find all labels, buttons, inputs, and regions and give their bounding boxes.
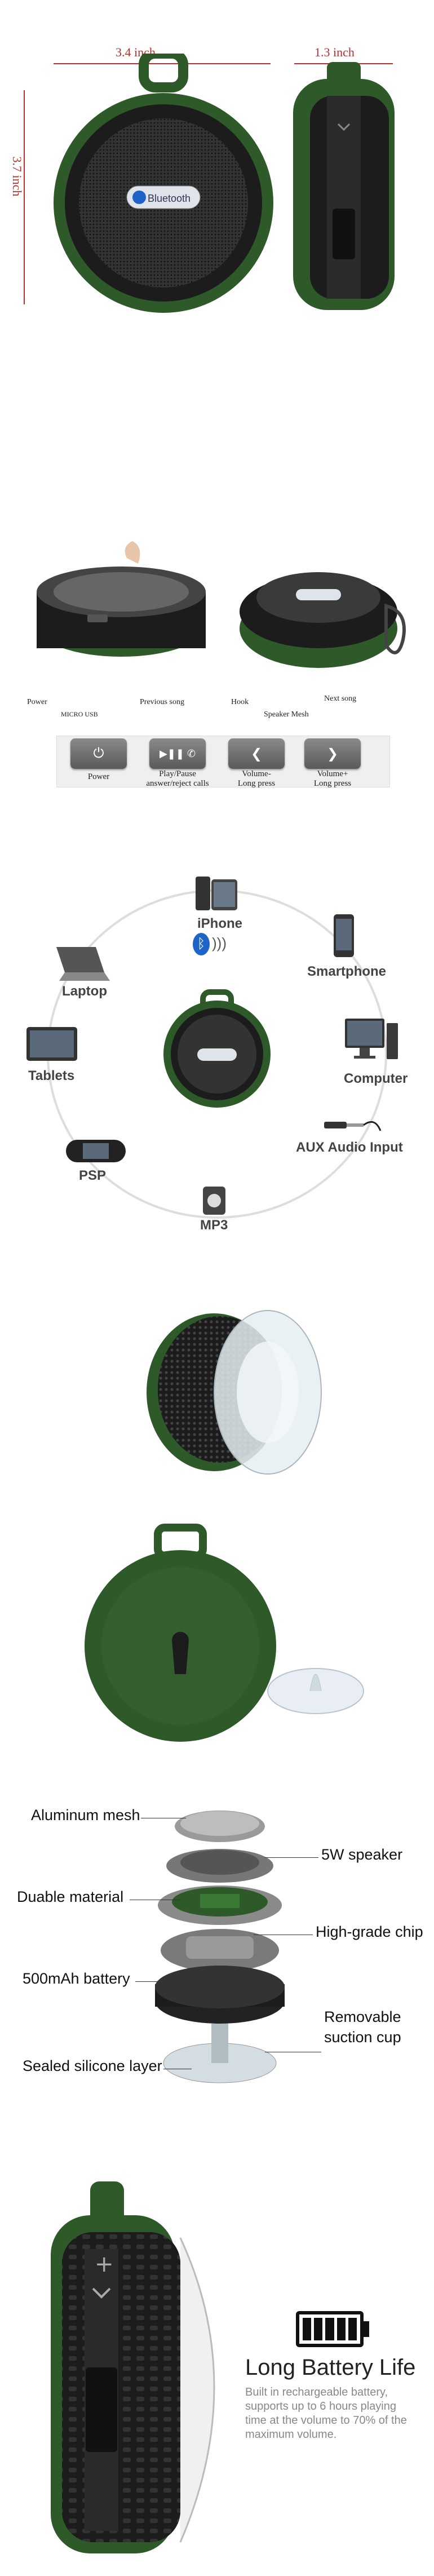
caption-volume-up: Volume+ Long press — [299, 769, 366, 789]
caption-volume-down: Volume- Long press — [223, 769, 290, 789]
label-high-grade-chip: High-grade chip — [316, 1923, 423, 1940]
battery-cell-4 — [336, 2318, 346, 2340]
play-pause-phone-icon: ▶❚❚ ✆ — [159, 747, 196, 759]
battery-description-line3: time at the volume to 70% of the — [245, 2414, 407, 2427]
iphone-device-icon — [196, 877, 237, 910]
device-label-aux: AUX Audio Input — [296, 1140, 403, 1155]
battery-cell-2 — [314, 2318, 323, 2340]
speaker-side-view — [293, 62, 395, 310]
tablets-device-icon — [26, 1027, 77, 1061]
device-label-laptop: Laptop — [62, 984, 107, 999]
svg-text:+: + — [95, 2251, 114, 2277]
bluetooth-badge-text: Bluetooth — [148, 193, 191, 204]
width-dimension-line — [54, 63, 271, 64]
depth-dimension-label: 1.3 inch — [315, 45, 355, 59]
battery-description-line4: maximum volume. — [245, 2428, 337, 2441]
device-label-iphone: iPhone — [197, 916, 243, 931]
control-power-button: ⏻ — [70, 738, 127, 769]
label-silicone-layer: Sealed silicone layer — [23, 2057, 162, 2074]
battery-full-icon — [296, 2311, 364, 2347]
chevron-right-icon: ❯ — [326, 746, 339, 762]
section-suction-cup — [0, 1274, 434, 1759]
battery-description: Built in rechargeable battery, supports … — [245, 2385, 426, 2442]
smartphone-device-icon — [334, 914, 354, 957]
height-dimension-line — [24, 90, 25, 304]
compatibility-circle — [47, 889, 387, 1219]
caption-play-pause-line2: answer/reject calls — [146, 779, 209, 788]
label-next-song: Next song — [324, 694, 357, 703]
mp3-device-icon — [203, 1187, 225, 1215]
label-speaker-mesh: Speaker Mesh — [264, 710, 309, 719]
height-dimension-label: 3.7 inch — [10, 156, 24, 197]
device-label-mp3: MP3 — [200, 1218, 228, 1233]
label-suction-cup: Removable suction cup — [324, 2007, 401, 2047]
label-suction-cup-line2: suction cup — [324, 2029, 401, 2046]
section-exploded-view: Aluminum mesh 5W speaker Duable material… — [0, 1787, 434, 2119]
label-micro-usb: MICRO USB — [61, 710, 98, 718]
battery-cell-1 — [303, 2318, 312, 2340]
battery-terminal — [364, 2321, 369, 2337]
device-label-psp: PSP — [79, 1168, 107, 1183]
caption-volume-down-line1: Volume- — [242, 769, 271, 778]
exploded-diagram — [155, 1811, 285, 2083]
aux-cable-icon — [324, 1121, 382, 1131]
battery-title: Long Battery Life — [245, 2355, 416, 2380]
label-hook: Hook — [231, 698, 249, 706]
label-5w-speaker: 5W speaker — [321, 1846, 403, 1863]
device-label-smartphone: Smartphone — [307, 964, 387, 979]
laptop-device-icon — [56, 947, 110, 981]
label-suction-cup-line1: Removable — [324, 2008, 401, 2025]
bluetooth-icon: ᛒ — [193, 933, 210, 955]
device-label-tablets: Tablets — [28, 1068, 75, 1083]
caption-volume-down-line2: Long press — [237, 779, 276, 788]
wireless-waves-icon: ))) — [212, 935, 227, 951]
device-label-computer: Computer — [344, 1071, 408, 1086]
caption-play-pause-line1: Play/Pause — [159, 769, 196, 778]
label-battery: 500mAh battery — [23, 1970, 130, 1987]
speaker-front-view — [54, 54, 273, 313]
label-aluminum-mesh: Aluminum mesh — [31, 1807, 140, 1823]
leader-5w-speaker — [265, 1857, 318, 1858]
section-ports: Power MICRO USB Previous song Hook Speak… — [0, 541, 434, 789]
psp-device-icon — [66, 1140, 126, 1162]
control-volume-down-button: ❮ — [228, 738, 285, 769]
battery-cell-3 — [325, 2318, 334, 2340]
chevron-left-icon: ❮ — [250, 746, 263, 762]
speaker-hook-view — [240, 572, 406, 668]
section-battery: + Long Battery Life Built in rechargeabl… — [0, 2176, 434, 2570]
battery-description-line2: supports up to 6 hours playing — [245, 2400, 396, 2413]
caption-play-pause: Play/Pause answer/reject calls — [138, 769, 217, 789]
section-compatibility: iPhone ᛒ ))) Smartphone Laptop Tablets C… — [0, 862, 434, 1246]
label-power: Power — [27, 698, 47, 706]
battery-cell-5 — [348, 2318, 357, 2340]
caption-volume-up-line2: Long press — [313, 779, 352, 788]
leader-battery — [135, 1981, 186, 1982]
section-dimensions: 3.4 inch 1.3 inch 3.7 inch Bluetooth — [0, 0, 434, 316]
speaker-back-with-suction — [85, 1524, 364, 1742]
computer-device-icon — [345, 1019, 398, 1059]
label-previous-song: Previous song — [140, 698, 184, 706]
speaker-with-suction-front — [147, 1310, 322, 1475]
control-volume-up-button: ❯ — [304, 738, 361, 769]
caption-power: Power — [87, 772, 110, 781]
control-play-pause-button: ▶❚❚ ✆ — [149, 738, 206, 769]
battery-description-line1: Built in rechargeable battery, — [245, 2386, 388, 2398]
power-icon: ⏻ — [93, 746, 104, 761]
speaker-side-with-suction: + — [51, 2181, 215, 2553]
label-durable-material: Duable material — [17, 1888, 124, 1905]
speaker-usb-port-view — [37, 541, 206, 657]
caption-volume-up-line1: Volume+ — [317, 769, 348, 778]
